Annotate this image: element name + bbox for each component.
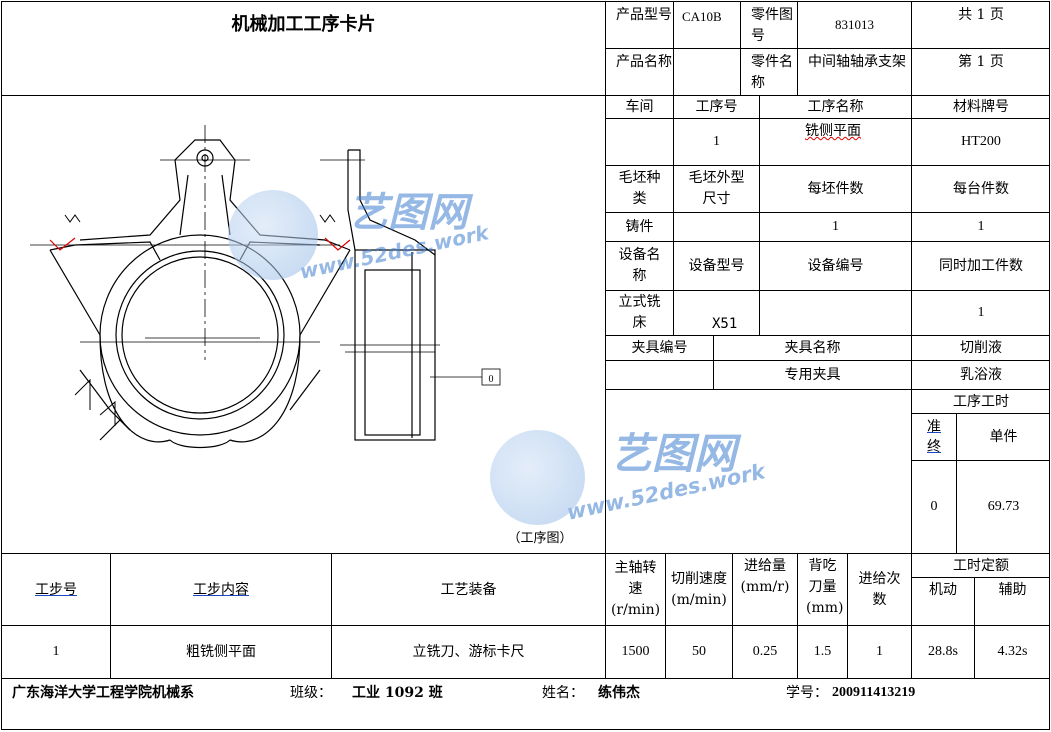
total-pages: 共 1 页	[958, 7, 1004, 23]
equip-name-value: 立式铣床	[618, 294, 661, 331]
blank-size-label: 毛坯外型尺寸	[688, 170, 745, 207]
name-value: 练伟杰	[598, 685, 640, 701]
per-unit-value: 1	[977, 219, 985, 234]
op-name-text: 铣侧平面	[805, 123, 861, 139]
product-model-value: CA10B	[682, 9, 722, 24]
blank-type-label: 毛坯种类	[618, 170, 661, 207]
part-no-value: 831013	[835, 17, 874, 32]
process-drawing: 0	[30, 125, 501, 449]
step-content-header: 工步内容	[111, 554, 331, 625]
watermark-1: 艺图网 www.52des.work	[228, 180, 558, 290]
name-label: 姓名：	[542, 685, 584, 701]
step-cut-speed: 50	[692, 644, 706, 659]
watermark-text-1: 艺图网	[348, 190, 468, 236]
machine-header: 机动	[929, 582, 957, 598]
step-no-header: 工步号	[2, 554, 110, 625]
id-label: 学号：	[786, 685, 828, 701]
school-name: 广东海洋大学工程学院机械系	[12, 685, 194, 701]
card-title: 机械加工工序卡片	[231, 14, 376, 35]
simul-label: 同时加工件数	[939, 258, 1023, 274]
step-passes: 1	[876, 644, 883, 659]
drawing-tag: 0	[489, 374, 494, 385]
equip-no-label: 设备编号	[807, 258, 864, 274]
step-no-header-text: 工步号	[35, 581, 77, 598]
cut-speed-header: 切削速度(m/min)	[671, 570, 727, 608]
step-depth: 1.5	[813, 644, 832, 659]
step-feed: 0.25	[752, 644, 778, 659]
unit-value: 69.73	[987, 499, 1020, 514]
fixture-no-label: 夹具编号	[631, 340, 688, 356]
step-content-header-text: 工步内容	[193, 581, 249, 598]
equip-model-value: X51	[712, 316, 738, 332]
class-value: 工业 1092 班	[352, 685, 443, 701]
part-name-label: 零件名称	[751, 54, 793, 91]
aux-header: 辅助	[998, 582, 1027, 598]
op-name-value: 铣侧平面	[760, 120, 911, 142]
drawing-caption: （工序图）	[507, 531, 573, 546]
coolant-value: 乳浴液	[960, 367, 1002, 383]
step-aux-time: 4.32s	[997, 644, 1028, 659]
step-speed: 1500	[621, 644, 650, 659]
op-name-label: 工序名称	[807, 99, 864, 115]
per-blank-value: 1	[832, 219, 839, 234]
product-name-label: 产品名称	[616, 54, 672, 70]
material-value: HT200	[961, 134, 1001, 149]
workshop-label: 车间	[625, 99, 654, 115]
step-machine-time: 28.8s	[928, 644, 958, 659]
per-unit-label: 每台件数	[953, 181, 1009, 197]
op-time-text: 工序工时	[953, 393, 1009, 410]
unit-label: 单件	[989, 429, 1018, 445]
equip-name-label: 设备名称	[618, 247, 661, 284]
op-no-value: 1	[713, 134, 720, 149]
time-quota-header: 工时定额	[953, 557, 1009, 574]
watermark-text-2: 艺图网	[610, 429, 737, 478]
simul-value: 1	[977, 305, 985, 320]
op-time-label: 工序工时	[912, 390, 1050, 413]
prep-label: 准终	[927, 419, 941, 455]
equip-model-label: 设备型号	[688, 258, 745, 274]
step-no: 1	[52, 644, 60, 659]
product-model-label: 产品型号	[616, 7, 672, 23]
fixture-name-label: 夹具名称	[784, 340, 841, 356]
coolant-label: 切削液	[960, 340, 1002, 356]
class-label: 班级：	[290, 685, 332, 701]
part-name-value: 中间轴轴承支架	[808, 54, 906, 70]
blank-type-value: 铸件	[625, 219, 654, 235]
material-label: 材料牌号	[953, 99, 1009, 115]
watermark-2: 艺图网 www.52des.work	[490, 420, 830, 530]
feed-header: 进给量(mm/r)	[740, 558, 790, 595]
passes-header: 进给次数	[858, 570, 901, 608]
page-no: 第 1 页	[958, 54, 1004, 70]
part-no-label: 零件图号	[751, 7, 793, 44]
speed-header: 主轴转速(r/min)	[610, 560, 661, 618]
id-value: 200911413219	[832, 685, 916, 700]
step-content: 粗铣侧平面	[186, 644, 256, 660]
equipment-header: 工艺装备	[440, 581, 497, 598]
depth-header: 背吃刀量(mm)	[806, 558, 844, 616]
op-no-label: 工序号	[695, 99, 738, 115]
step-equipment: 立铣刀、游标卡尺	[412, 644, 525, 660]
fixture-name-value: 专用夹具	[784, 367, 841, 383]
prep-value: 0	[930, 499, 938, 514]
per-blank-label: 每坯件数	[807, 181, 864, 197]
